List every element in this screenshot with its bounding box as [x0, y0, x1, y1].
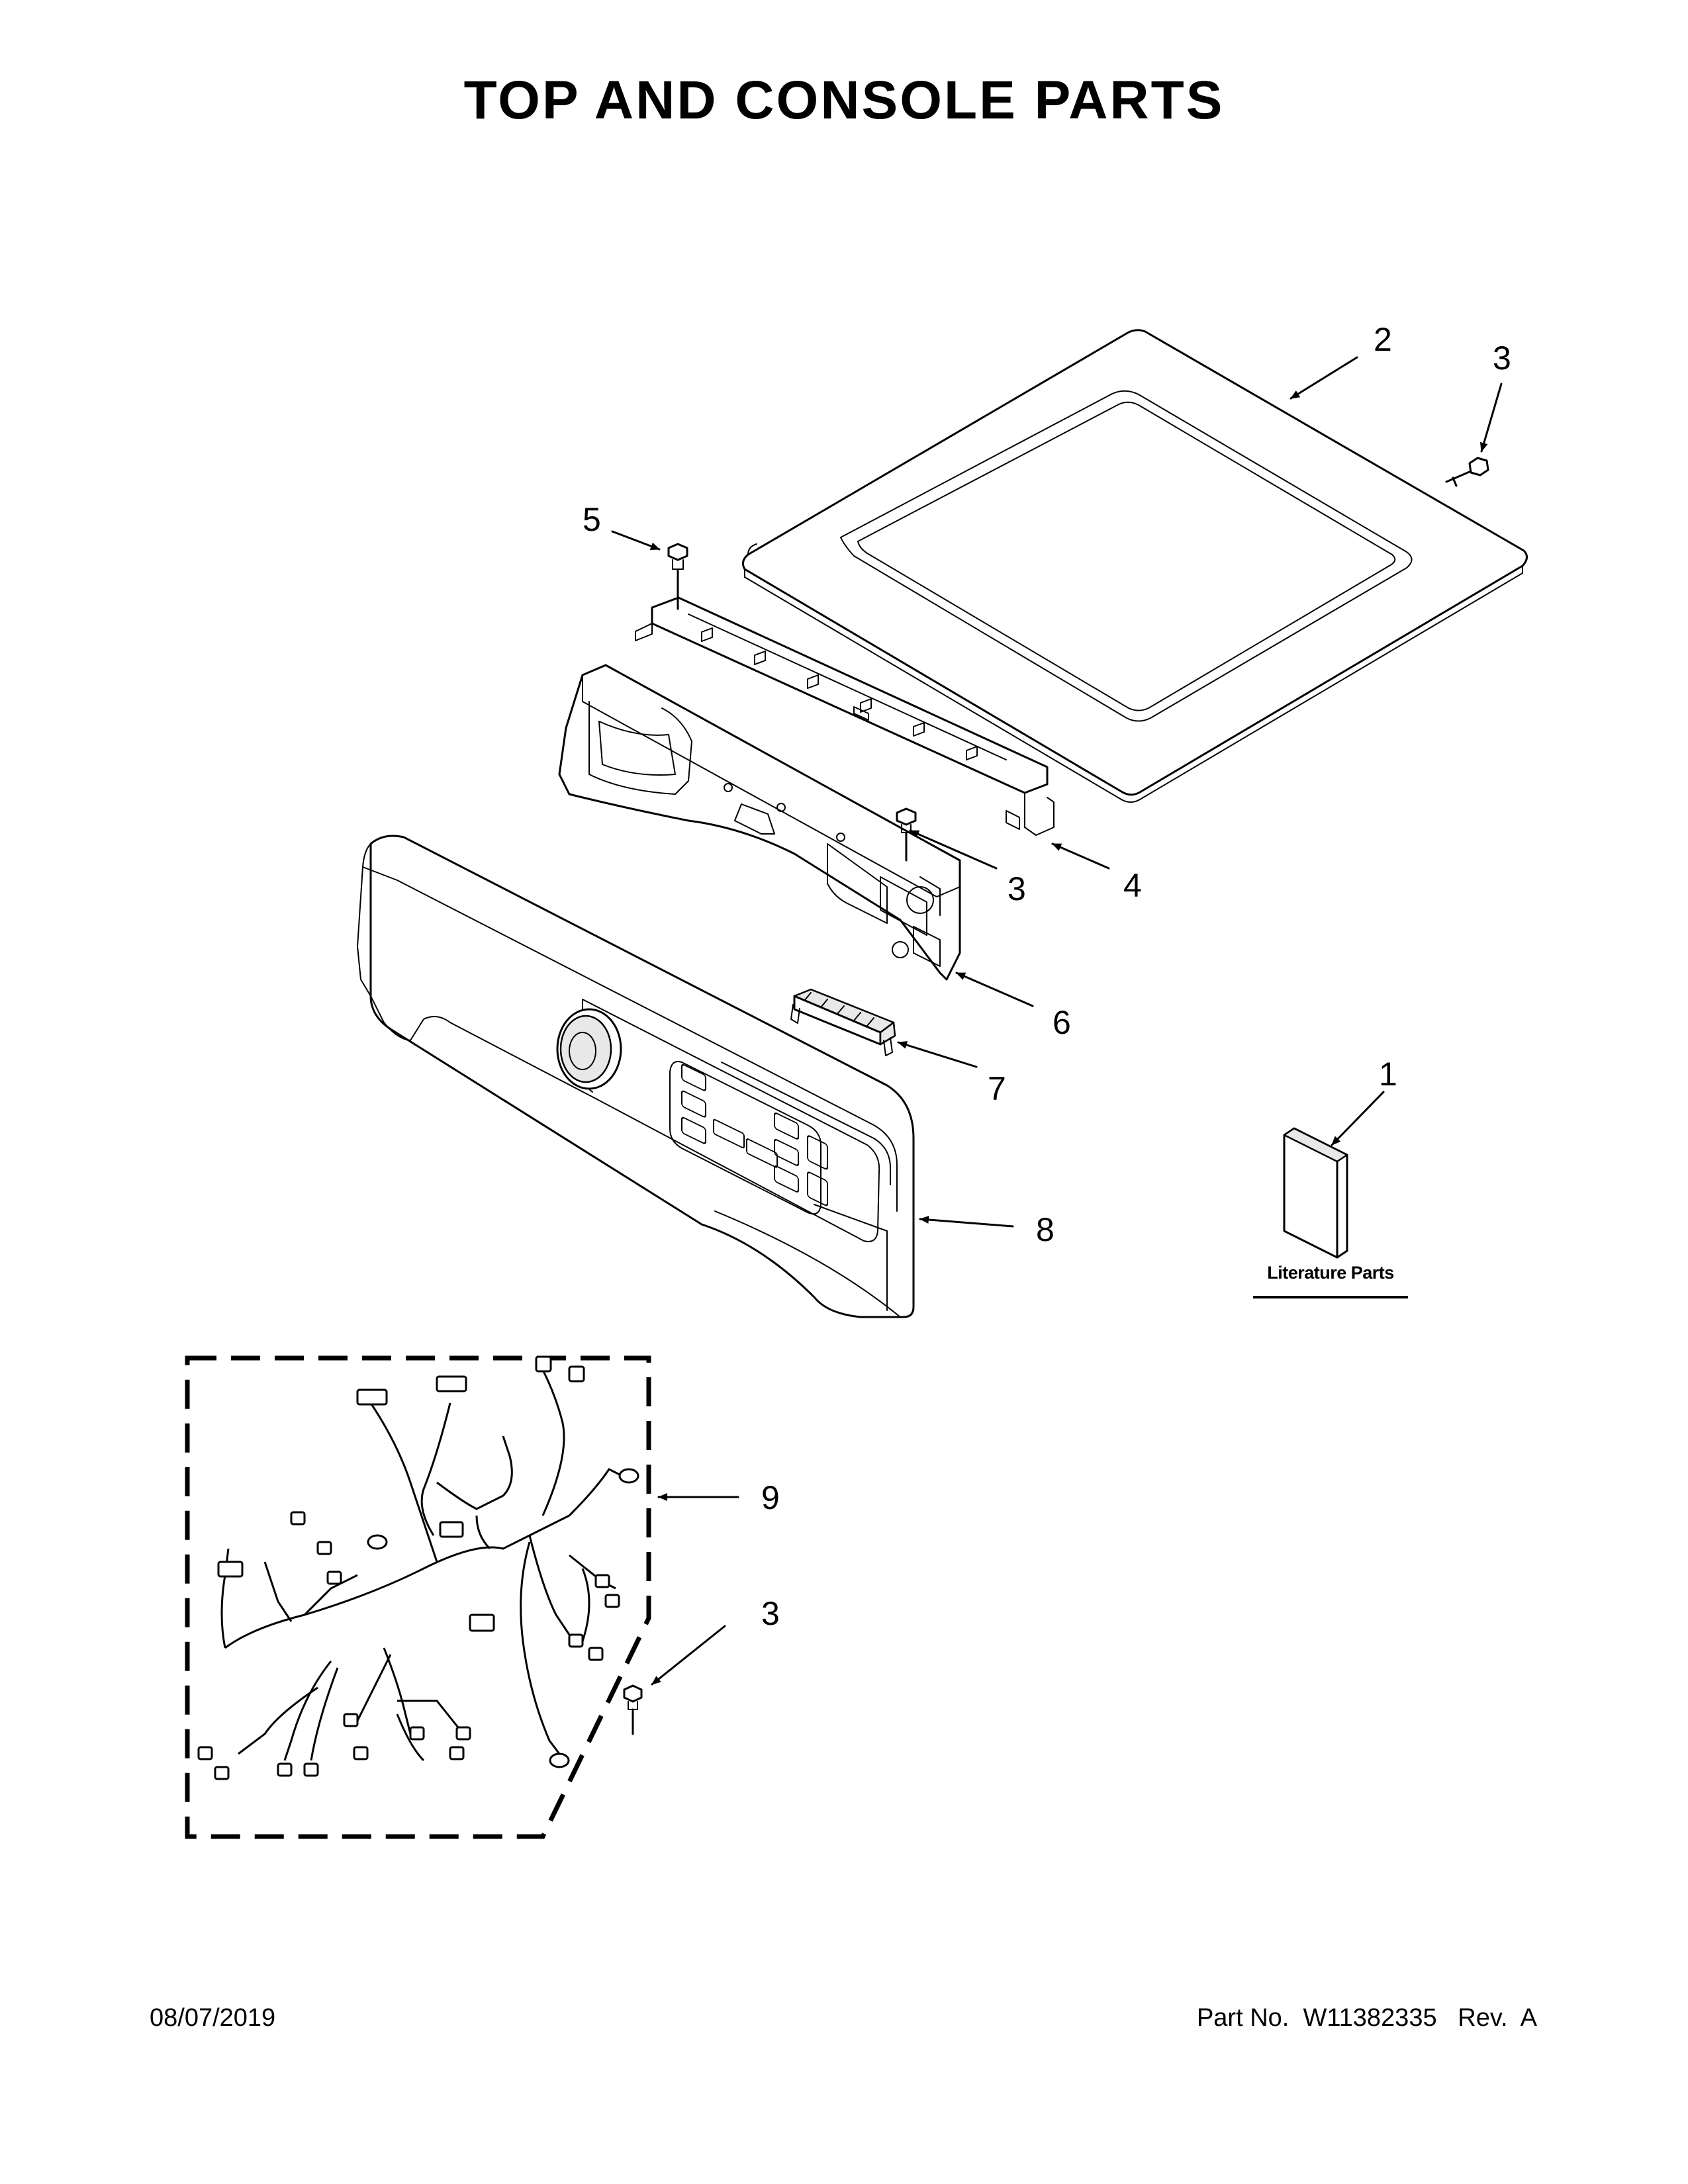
screw-part-3-top — [1445, 457, 1489, 487]
footer-date: 08/07/2019 — [150, 2004, 276, 2032]
revision-label: Rev. — [1458, 2004, 1508, 2032]
callout-8: 8 — [1036, 1211, 1055, 1248]
literature-booklet-part — [1283, 1127, 1348, 1259]
wire-harness-part — [185, 1355, 651, 1839]
part-number-label: Part No. — [1196, 2004, 1289, 2032]
callout-6: 6 — [1053, 1004, 1071, 1041]
callout-5: 5 — [583, 501, 601, 538]
part-number: W11382335 — [1303, 2004, 1437, 2032]
ribbon-cable-part — [790, 988, 896, 1056]
callout-3-top: 3 — [1493, 340, 1511, 377]
callout-7: 7 — [988, 1070, 1006, 1107]
footer-part-info: Part No. W11382335 Rev. A — [1197, 2004, 1537, 2032]
literature-parts-label: Literature Parts — [1267, 1263, 1394, 1283]
callout-2: 2 — [1374, 321, 1392, 358]
callout-1: 1 — [1379, 1056, 1397, 1093]
console-frame-part — [558, 664, 961, 981]
page-title: TOP AND CONSOLE PARTS — [463, 70, 1225, 130]
top-panel-part — [741, 329, 1528, 803]
screw-part-3-bottom — [623, 1684, 643, 1735]
callout-9: 9 — [761, 1479, 780, 1516]
console-panel-part — [357, 835, 915, 1318]
callout-4: 4 — [1123, 867, 1142, 904]
screw-part-5 — [667, 543, 688, 610]
callout-3-middle: 3 — [1008, 870, 1026, 907]
literature-underline — [1253, 1296, 1408, 1298]
callout-numbers: 2 3 5 3 4 6 7 8 1 9 3 — [583, 321, 1511, 1632]
revision-value: A — [1520, 2004, 1537, 2032]
callout-3-bottom: 3 — [761, 1595, 780, 1632]
leader-arrows — [611, 356, 1503, 1686]
screw-part-3-middle — [896, 807, 917, 862]
